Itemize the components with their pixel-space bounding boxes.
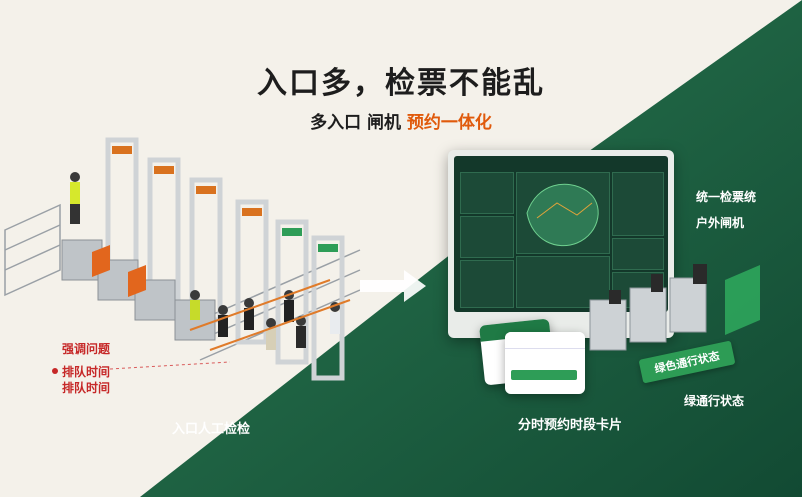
ticket-card-button xyxy=(511,370,577,380)
page-title: 入口多，检票不能乱 xyxy=(257,66,545,101)
subtitle-main: 多入口 闸机 xyxy=(310,113,407,133)
dashboard-panel-right-mid xyxy=(612,238,664,270)
manual-gates-illustration xyxy=(4,137,361,381)
map-graphic xyxy=(526,183,599,247)
transition-arrow-icon xyxy=(360,270,426,302)
label-queue-time-2: 排队时间 xyxy=(62,381,111,395)
label-manual-check: 入口人工检检 xyxy=(172,422,251,437)
page-subtitle: 多入口 闸机 预约一体化 xyxy=(0,108,802,133)
dashboard-map xyxy=(516,172,610,254)
dashboard-panel-left-bottom xyxy=(460,260,514,308)
dashboard-chart-panel xyxy=(516,256,610,308)
subtitle-highlight: 预约一体化 xyxy=(406,113,492,133)
label-unified-ticket: 统一检票统 xyxy=(696,190,757,204)
dashboard-panel-right-top xyxy=(612,172,664,236)
gate-frames xyxy=(105,137,345,381)
ticket-card-front xyxy=(505,332,585,394)
smart-gates-illustration xyxy=(589,264,760,351)
dashboard-monitor xyxy=(448,150,674,338)
label-time-slot-card: 分时预约时段卡片 xyxy=(518,418,623,433)
location-pin-icon xyxy=(52,368,58,374)
people-queue xyxy=(70,172,340,350)
label-green-status: 绿通行状态 xyxy=(684,394,745,408)
label-outdoor-gate: 户外闸机 xyxy=(696,216,745,230)
label-queue-time-1: 排队时间 xyxy=(62,365,111,379)
dashboard-panel-left-top xyxy=(460,172,514,214)
label-emphasis: 强调问题 xyxy=(62,342,111,356)
dashboard-panel-left-mid xyxy=(460,216,514,258)
ticket-card-front-header xyxy=(505,332,585,349)
